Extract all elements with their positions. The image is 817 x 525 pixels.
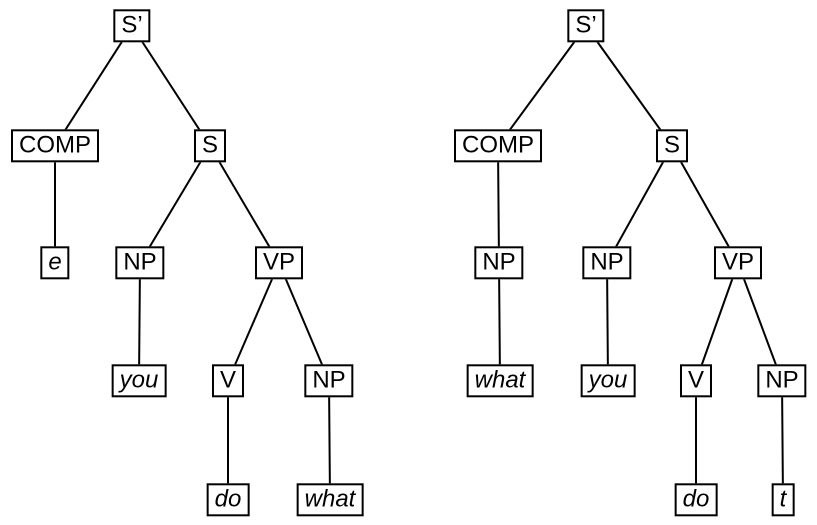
right-tree-node-sbar: S’: [567, 9, 605, 43]
right-tree-edge-s-vp: [671, 145, 739, 264]
right-tree-edge-s-np2: [606, 145, 673, 264]
right-tree-node-np3: NP: [757, 364, 807, 398]
right-tree-node-np1: NP: [474, 246, 524, 280]
left-tree-node-np2: NP: [304, 364, 354, 398]
right-tree-node-t: t: [771, 483, 795, 517]
right-tree-edge-sbar-s: [585, 25, 673, 147]
left-tree-edge-np2-what: [328, 380, 331, 501]
right-tree-node-v: V: [679, 364, 713, 398]
left-tree-node-sbar: S’: [113, 9, 151, 43]
right-tree-node-np2: NP: [582, 246, 632, 280]
right-tree-edge-vp-v: [695, 262, 739, 382]
left-tree-node-comp: COMP: [11, 129, 99, 163]
right-tree-edge-sbar-comp: [497, 25, 587, 147]
left-tree-edge-vp-v: [227, 262, 280, 382]
left-tree-edge-sbar-s: [131, 25, 211, 147]
right-tree-node-you: you: [580, 364, 636, 398]
right-tree-edge-np3-t: [781, 380, 784, 501]
right-tree-edge-np1-what: [498, 262, 501, 382]
left-tree-node-np1: NP: [115, 246, 165, 280]
left-tree-edge-sbar-comp: [54, 25, 133, 147]
right-tree-node-do: do: [674, 483, 718, 517]
left-tree-node-v: V: [211, 364, 245, 398]
right-tree-node-comp: COMP: [454, 129, 542, 163]
right-tree-edge-np2-you: [606, 262, 609, 382]
right-tree-edge-vp-np3: [737, 262, 783, 382]
left-tree-edge-np1-you: [138, 262, 141, 382]
right-tree-edge-comp-np1: [497, 145, 500, 264]
right-tree-node-what: what: [466, 364, 534, 398]
left-tree-node-vp: VP: [254, 246, 304, 280]
left-tree-node-do: do: [206, 483, 250, 517]
left-tree-node-e: e: [40, 246, 70, 280]
left-tree-node-what: what: [296, 483, 364, 517]
right-tree-node-s: S: [655, 129, 689, 163]
left-tree-edge-vp-np2: [278, 262, 330, 382]
left-tree-edge-s-np1: [139, 145, 211, 264]
left-tree-node-s: S: [193, 129, 227, 163]
right-tree-node-vp: VP: [713, 246, 763, 280]
left-tree-node-you: you: [111, 364, 167, 398]
left-tree-edge-s-vp: [209, 145, 280, 264]
